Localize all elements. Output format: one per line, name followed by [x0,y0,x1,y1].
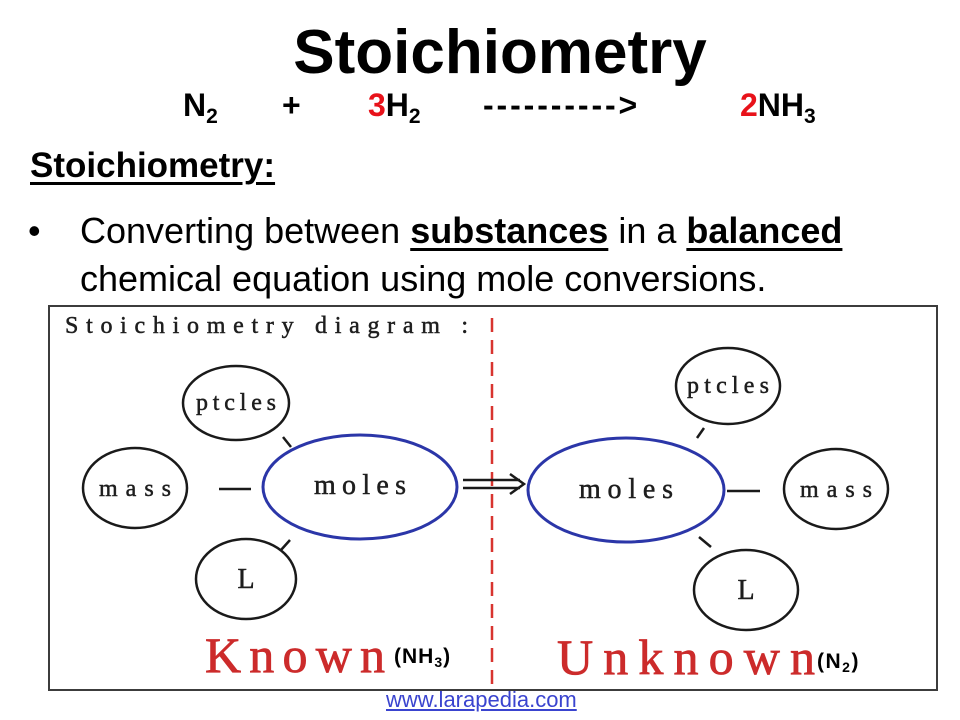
product-coefficient: 2 [740,87,758,123]
known-species-formula: (NH [394,645,435,668]
known-species-close: ) [443,645,452,668]
known-species-subscript: 3 [434,654,444,670]
bullet-text-line-2: chemical equation using mole conversions… [80,258,767,299]
product-subscript: 3 [804,105,816,128]
unknown-species-close: ) [851,650,860,673]
equation-reactant-h2: 3H2 [368,87,421,127]
unknown-species-label: (N2) [817,650,860,675]
reactant-1-subscript: 2 [206,105,218,128]
unknown-particles-connector [695,427,706,439]
known-moles-circle [261,433,459,541]
bullet-text-part: Converting between [80,210,411,251]
stoichiometry-diagram: Stoichiometry diagram : ptcles mass L mo… [65,313,890,688]
unknown-mass-circle [782,447,890,531]
slide-title: Stoichiometry [293,18,707,87]
unknown-species-subscript: 2 [842,659,852,675]
equation-plus: + [282,87,301,123]
diagram-heading: Stoichiometry diagram : [65,313,468,339]
source-link[interactable]: www.larapedia.com [386,687,577,712]
known-mass-label: mass [99,476,171,502]
reactant-1-symbol: N [183,87,207,123]
equation-reactant-n2: N2 [183,87,218,127]
unknown-liters-connector [698,536,712,548]
unknown-moles-circle [526,436,726,544]
known-particles-label: ptcles [196,390,276,416]
unknown-side-label: Unknown [557,629,815,685]
known-liters-circle [194,537,298,621]
unknown-particles-label: ptcles [687,373,769,399]
mole-ratio-arrow [463,472,527,496]
section-heading: Stoichiometry: [30,146,276,185]
equation-arrow: ----------> [483,87,641,123]
unknown-mass-label: mass [800,477,872,503]
known-particles-circle [181,364,291,442]
diagram-frame: Stoichiometry diagram : ptcles mass L mo… [48,305,938,691]
reactant-2-symbol: H [385,87,409,123]
bullet-emphasis-substances: substances [410,210,609,251]
bullet-text: Converting between substances in a balan… [80,207,842,303]
known-liters-label: L [237,564,254,595]
known-side-label: Known [205,627,385,683]
reactant-2-coefficient: 3 [368,87,386,123]
unknown-liters-circle [692,548,800,632]
unknown-liters-label: L [737,575,754,606]
known-species-label: (NH3) [394,645,452,670]
known-moles-label: moles [314,470,406,501]
bullet-emphasis-balanced: balanced [686,210,843,251]
unknown-moles-label: moles [579,474,673,505]
unknown-species-formula: (N [817,650,843,673]
known-particles-connector [282,436,292,448]
unknown-particles-circle [674,346,782,426]
equation-product-nh3: 2NH3 [740,87,816,127]
bullet-text-part: in a [608,210,687,251]
known-liters-connector [280,539,291,551]
known-mass-circle [81,446,189,530]
bullet-marker: • [28,210,41,251]
product-symbol: NH [757,87,805,123]
reactant-2-subscript: 2 [408,105,421,128]
